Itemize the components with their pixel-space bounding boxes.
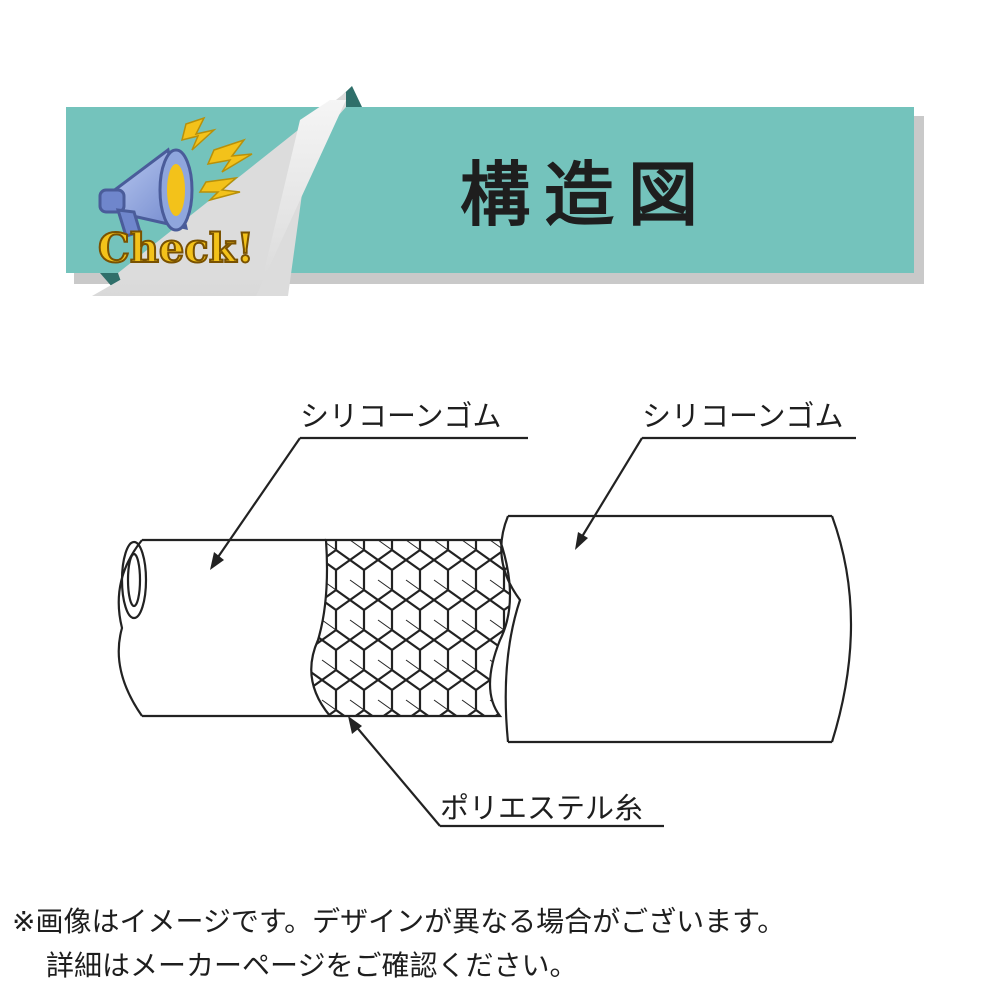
leader-arrowheads: [210, 532, 588, 734]
badge-panel: [92, 100, 346, 296]
label-silicone-rubber-inner: シリコーンゴム: [300, 399, 502, 433]
outer-tube: [500, 514, 853, 744]
label-silicone-rubber-outer: シリコーンゴム: [642, 399, 844, 433]
hose-structure-diagram: [117, 436, 856, 828]
lightning-bolt-icon: [180, 116, 253, 202]
check-badge-text: Check!: [98, 225, 254, 272]
megaphone-icon: [98, 147, 194, 238]
polyester-braid: [310, 538, 512, 718]
inner-tube: [117, 538, 330, 718]
disclaimer-line-2: 詳細はメーカーページをご確認ください。: [46, 949, 578, 982]
page-title: 構造図: [460, 154, 712, 236]
label-polyester-thread: ポリエステル糸: [440, 791, 644, 825]
header-banner: Check!: [0, 0, 1000, 320]
leader-lines: [215, 436, 856, 828]
disclaimer-line-1: ※画像はイメージです。デザインが異なる場合がございます。: [12, 905, 786, 938]
image-disclaimer: ※画像はイメージです。デザインが異なる場合がございます。 詳細はメーカーページを…: [12, 900, 992, 988]
